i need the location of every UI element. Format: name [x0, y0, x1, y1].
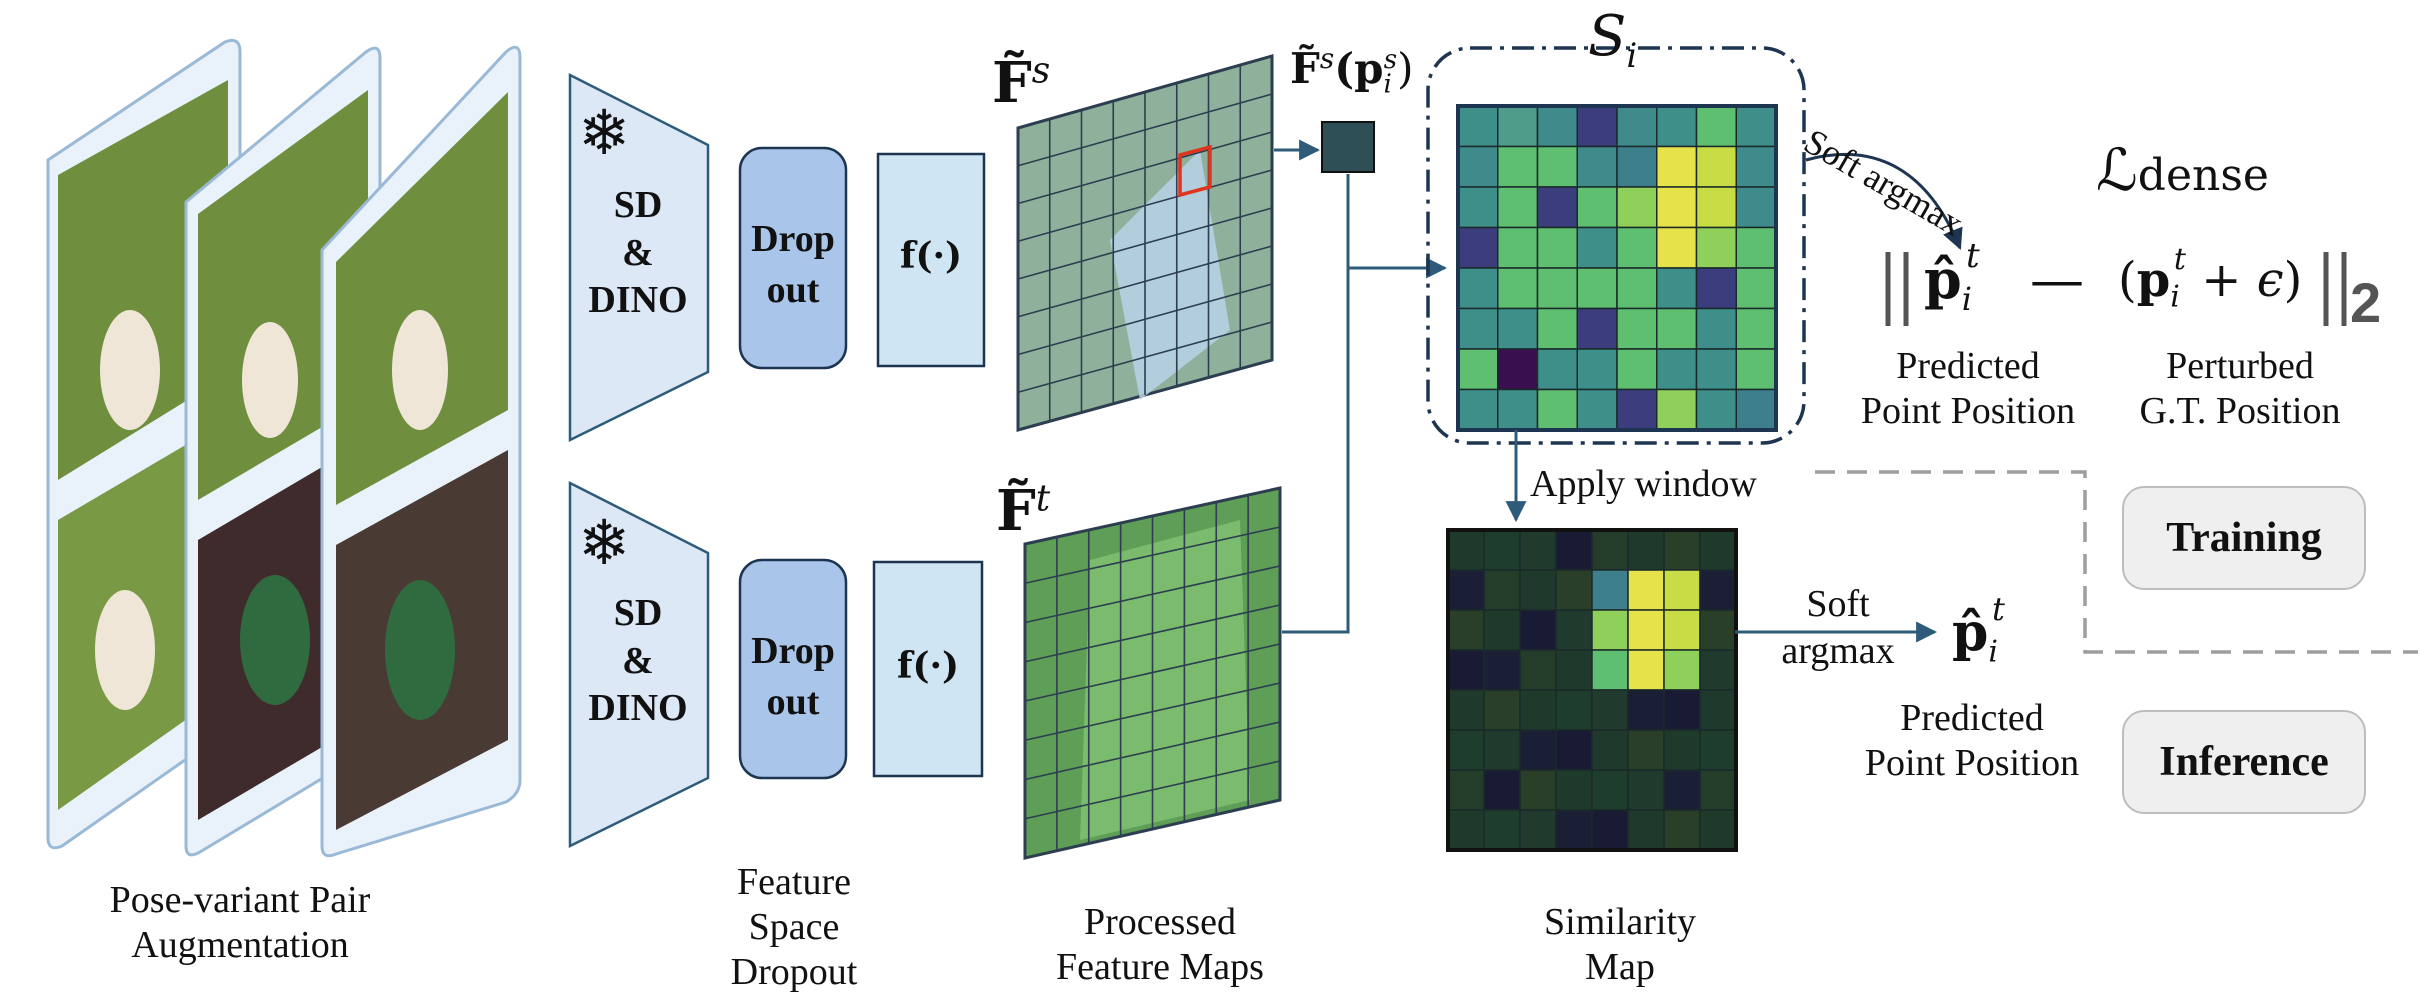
target-feature-label: F̃t	[996, 478, 1051, 544]
encoder-top-shape	[568, 72, 710, 443]
inference-pred-term: p̂it	[1952, 589, 2005, 670]
norm-bars	[1885, 252, 2347, 326]
apply-window-label: Apply window	[1530, 463, 1757, 505]
loss-pred-term: p̂it	[1924, 236, 1980, 318]
source-feature-label: F̃s	[992, 50, 1051, 116]
similarity-grid	[1456, 104, 1778, 432]
snowflake-icon: ❄	[578, 96, 630, 169]
dropout-bottom-box	[738, 558, 848, 780]
loss-pert-term: (pit + ϵ)	[2118, 242, 2303, 315]
arrow-soft-argmax-curved	[1805, 152, 1963, 250]
dropout-top-box	[738, 146, 848, 370]
loss-name: ℒdense	[2096, 136, 2269, 204]
proj-top-label: f(·)	[899, 235, 963, 277]
query-patch-marker	[1178, 144, 1212, 198]
arrow-target-to-sim	[1282, 265, 1445, 634]
encoder-bottom-label: SD&DINO	[588, 592, 688, 729]
sim-window-dashed	[1426, 46, 1806, 445]
loss-minus: —	[2030, 248, 2084, 311]
target-feature-map	[1023, 486, 1282, 860]
source-feature-map	[1016, 54, 1274, 432]
image-card-3	[320, 45, 522, 858]
proj-top-box	[876, 152, 986, 368]
encoder-bottom-shape	[568, 480, 710, 849]
encoder-top-label: SD&DINO	[588, 184, 688, 321]
similarity-label: Si	[1588, 4, 1638, 77]
snowflake-icon: ❄	[578, 506, 630, 579]
windowed-similarity-grid	[1446, 528, 1738, 852]
proj-bottom-box	[872, 560, 984, 778]
legend-inference: Inference	[2122, 710, 2366, 814]
query-feature-cell	[1321, 121, 1375, 173]
legend-training: Training	[2122, 486, 2366, 590]
augmentation-stack	[46, 38, 522, 858]
loss-norm-subscript: 2	[2350, 271, 2382, 334]
train-infer-separator	[1815, 470, 2418, 654]
query-feature-label: F̃s(pis)	[1290, 42, 1414, 100]
proj-bottom-label: f(·)	[896, 645, 960, 687]
